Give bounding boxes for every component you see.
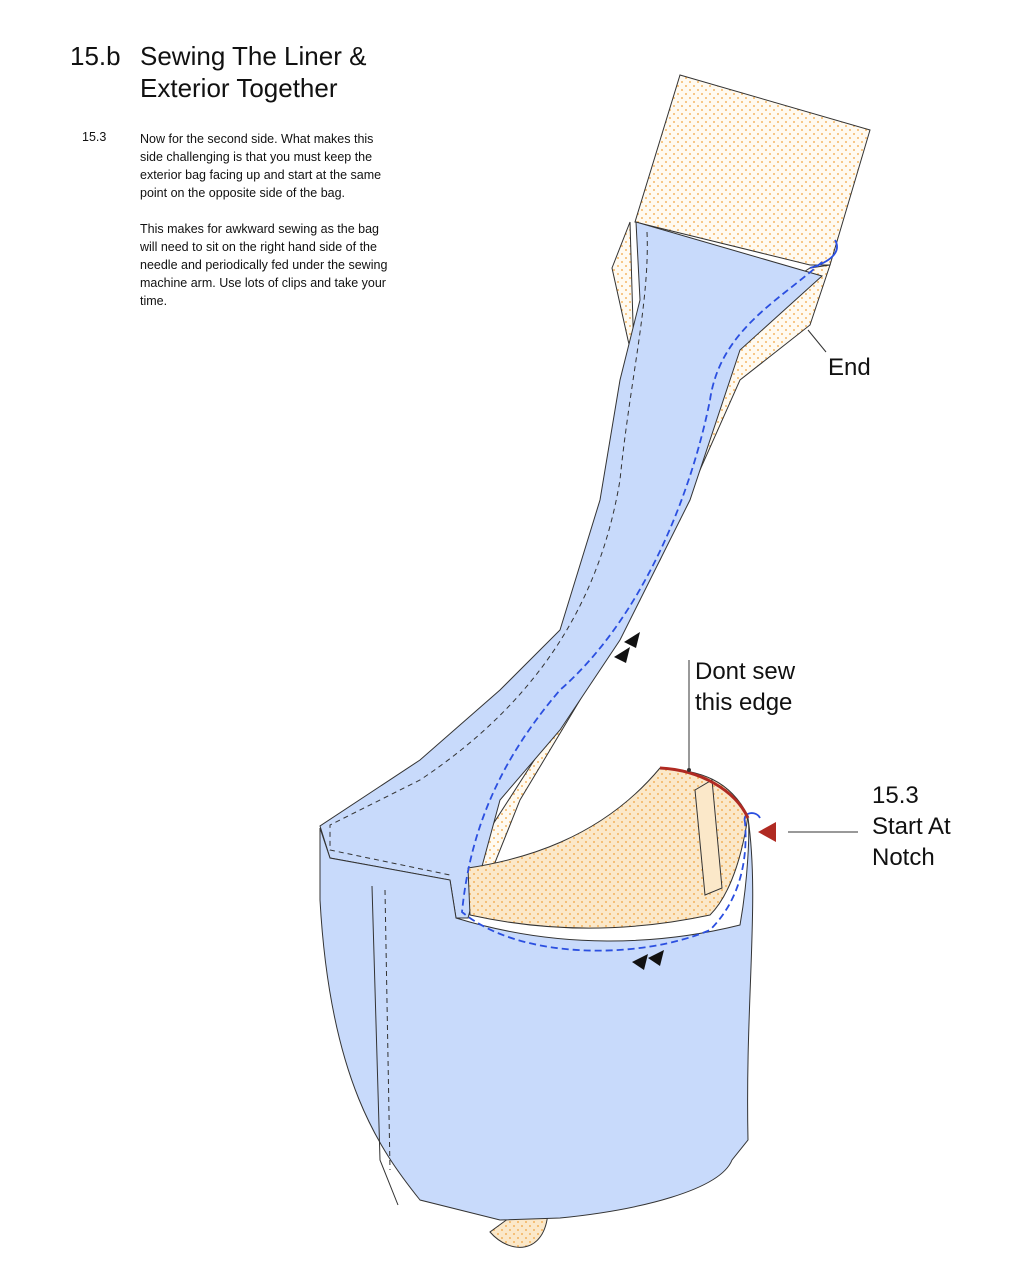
liner-side-panel — [694, 779, 723, 896]
do-not-sew-edge — [659, 766, 750, 819]
start-label: 15.3 Start At Notch — [872, 780, 951, 873]
section-heading: 15.b Sewing The Liner & Exterior Togethe… — [70, 40, 400, 104]
instruction-paragraph: Now for the second side. What makes this… — [140, 132, 382, 200]
dont-sew-label: Dont sew this edge — [695, 656, 795, 718]
start-notch-mark — [743, 812, 761, 823]
step-number: 15.3 — [82, 130, 107, 144]
end-notch-mark — [809, 239, 838, 269]
start-label-line: Notch — [872, 844, 935, 871]
exterior-body — [319, 817, 754, 1221]
direction-arrow-icon — [614, 632, 640, 663]
start-label-line: Start At — [872, 813, 951, 840]
start-arrow-icon — [758, 822, 776, 842]
start-step-number: 15.3 — [872, 782, 919, 809]
dont-sew-label-line: this edge — [695, 689, 793, 716]
section-title: Sewing The Liner & Exterior Together — [140, 41, 367, 103]
section-number: 15.b — [70, 41, 121, 71]
strap-stitching-left — [329, 231, 648, 876]
end-leader — [807, 329, 827, 353]
dont-sew-leader-dot — [687, 768, 691, 772]
dont-sew-label-line: Dont sew — [695, 658, 796, 685]
direction-arrow-icon — [632, 950, 664, 970]
instruction-paragraph: This makes for awkward sewing as the bag… — [140, 222, 388, 308]
end-label: End — [828, 354, 871, 381]
stitch-path — [461, 261, 823, 952]
exterior-side-seam-stitch — [384, 889, 391, 1171]
exterior-side-seam — [371, 885, 399, 1206]
step-instructions: Now for the second side. What makes this… — [140, 130, 390, 328]
